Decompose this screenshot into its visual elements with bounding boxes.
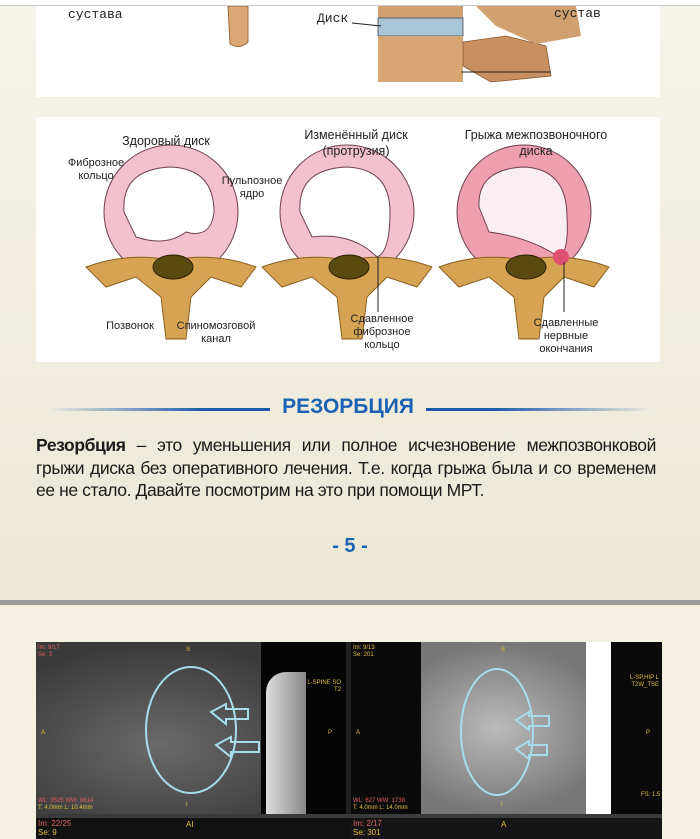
label-joint-left: сустава [68,7,123,22]
mri-left-thickness: T: 4.0mm L: 10.4mm [38,805,93,811]
herniation-disc-drawing [438,144,610,340]
label-joint-right: сустав [554,6,601,21]
mri-right-series: Se: 201 [353,652,374,658]
mri-pane-bottom-right: Im: 2/17 Se: 301 A [351,818,662,839]
protrusion-disc-drawing [261,144,433,340]
disc-drawings [85,144,610,340]
mri-right-orient-a: A [356,730,361,736]
mri-right-window: WL: 627 WW: 1738 [353,798,405,804]
mri-pane-bottom-left: Im: 22/25 Se: 9 AI [36,818,346,839]
disc-comparison-illustration: Здоровый диск Изменённый диск (протрузия… [36,117,660,362]
label-fibrous-ring: Фиброзное кольцо [67,157,125,182]
mri-right-image-index: Im: 9/13 [353,645,375,651]
mri-left-window: WL: 3525 WW: 8614 [38,798,94,804]
mri-left-orient-s: S [186,647,191,653]
body-paragraph: Резорбция – это уменьшения или полное ис… [36,434,656,502]
mri-toolbar [36,814,662,818]
label-disc: Диск [317,11,349,26]
mri-left-protocol: L-SPINE SO T2 [307,680,341,693]
mri-pane-right: Im: 9/13 Se: 201 L-SP,HIP L T2W_TSE S A … [351,642,662,814]
healthy-disc-drawing [85,144,257,340]
mri-left-orient-p: P [328,730,333,736]
mri-images: Im: 9/17 Se: 3 L-SPINE SO T2 S A P I WL:… [36,642,662,839]
mri-br-series: Se: 301 [353,828,381,837]
page-separator [0,600,700,605]
label-compressed-ring: Сдавленное фиброзное кольцо [350,313,414,351]
heading-rule-right [426,408,652,411]
mri-bl-image-index: Im: 22/25 [38,819,72,828]
mri-right-orient-s: S [501,647,506,653]
mri-pane-left: Im: 9/17 Se: 3 L-SPINE SO T2 S A P I WL:… [36,642,346,814]
mri-bl-orient: AI [186,820,194,829]
panel-title-herniation: Грыжа межпозвоночного диска [464,128,608,158]
panel-title-healthy: Здоровый диск [122,134,210,148]
mri-left-orient-i: I [186,802,188,808]
mri-right-thickness: T: 4.0mm L: 14.0mm [353,805,408,811]
spine-joint-illustration: сустава Диск сустав [36,6,660,97]
mri-divider-scrollbar[interactable] [346,642,351,814]
mri-right-protocol: L-SP,HIP L T2W_TSE [629,675,659,688]
mri-right-field-strength: FS: 1.5 [641,792,661,798]
mri-br-image-index: Im: 2/17 [353,819,382,828]
mri-left-orient-a: A [41,730,46,736]
definition-text: – это уменьшения или полное исчезновение… [36,435,656,500]
term: Резорбция [36,435,126,455]
mri-left-series: Se: 3 [38,652,53,658]
mri-bl-series: Se: 9 [38,828,57,837]
label-nucleus: Пульпозное ядро [221,175,283,200]
mri-right-orient-i: I [501,802,503,808]
mri-br-orient: A [501,820,507,829]
heading-rule-left [48,408,270,411]
section-heading: РЕЗОРБЦИЯ [0,393,700,421]
label-vertebra: Позвонок [106,320,154,332]
section-title: РЕЗОРБЦИЯ [282,395,414,418]
mri-left-image-index: Im: 9/17 [38,645,60,651]
label-spinal-canal: Спиномозговой канал [176,320,256,345]
page-number: - 5 - [332,535,368,557]
mri-right-orient-p: P [646,730,651,736]
scrollbar-track[interactable] [0,0,700,6]
panel-title-protrusion: Изменённый диск (протрузия) [304,128,408,158]
label-compressed-nerves: Сдавленные нервные окончания [533,317,599,355]
